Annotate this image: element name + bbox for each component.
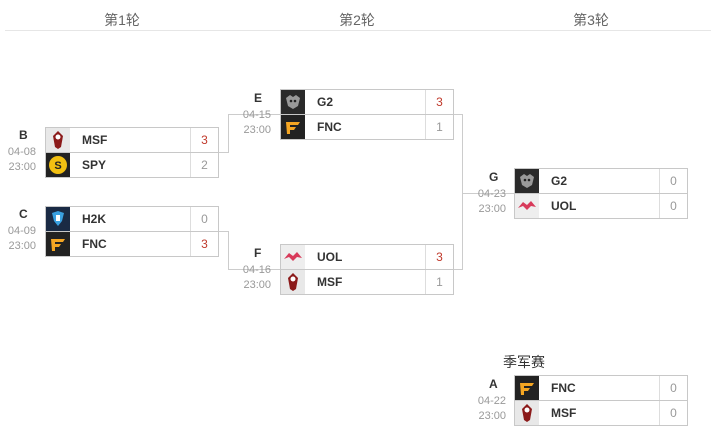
match-c[interactable]: H2K 0 FNC 3 <box>45 206 219 257</box>
connector <box>462 193 514 194</box>
team-row[interactable]: FNC 1 <box>280 114 454 140</box>
team-row[interactable]: FNC 3 <box>45 231 219 257</box>
round-1-title: 第1轮 <box>104 12 140 28</box>
connector <box>219 231 228 232</box>
connector <box>228 114 229 153</box>
spy-logo-icon: S <box>46 153 70 177</box>
team-row[interactable]: UOL 0 <box>514 193 688 219</box>
fnc-logo-icon <box>46 232 70 256</box>
msf-logo-icon <box>515 401 539 425</box>
match-g[interactable]: G2 0 UOL 0 <box>514 168 688 219</box>
match-label: E <box>254 91 263 105</box>
team-row[interactable]: MSF 3 <box>45 127 219 153</box>
team-row[interactable]: FNC 0 <box>514 375 688 401</box>
team-row[interactable]: G2 3 <box>280 89 454 115</box>
connector <box>462 114 463 270</box>
connector <box>228 114 280 115</box>
match-label: A <box>489 377 498 391</box>
team-row[interactable]: UOL 3 <box>280 244 454 270</box>
uol-logo-icon <box>281 245 305 269</box>
team-row[interactable]: MSF 0 <box>514 400 688 426</box>
header-divider <box>5 30 711 31</box>
connector <box>454 114 463 115</box>
match-label: C <box>19 207 28 221</box>
svg-text:S: S <box>54 160 61 172</box>
h2k-logo-icon <box>46 207 70 231</box>
connector <box>228 231 229 270</box>
match-a[interactable]: FNC 0 MSF 0 <box>514 375 688 426</box>
third-place-title: 季军赛 <box>503 354 545 370</box>
fnc-logo-icon <box>281 115 305 139</box>
g2-logo-icon <box>281 90 305 114</box>
connector <box>454 269 463 270</box>
fnc-logo-icon <box>515 376 539 400</box>
connector <box>228 269 280 270</box>
uol-logo-icon <box>515 194 539 218</box>
connector <box>219 152 228 153</box>
match-b[interactable]: MSF 3 S SPY 2 <box>45 127 219 178</box>
msf-logo-icon <box>281 270 305 294</box>
g2-logo-icon <box>515 169 539 193</box>
match-label: G <box>489 170 499 184</box>
round-3-title: 第3轮 <box>573 12 609 28</box>
round-2-title: 第2轮 <box>339 12 375 28</box>
match-label: F <box>254 246 262 260</box>
match-label: B <box>19 128 28 142</box>
msf-logo-icon <box>46 128 70 152</box>
team-row[interactable]: H2K 0 <box>45 206 219 232</box>
match-e[interactable]: G2 3 FNC 1 <box>280 89 454 140</box>
team-row[interactable]: G2 0 <box>514 168 688 194</box>
match-f[interactable]: UOL 3 MSF 1 <box>280 244 454 295</box>
team-row[interactable]: MSF 1 <box>280 269 454 295</box>
team-row[interactable]: S SPY 2 <box>45 152 219 178</box>
